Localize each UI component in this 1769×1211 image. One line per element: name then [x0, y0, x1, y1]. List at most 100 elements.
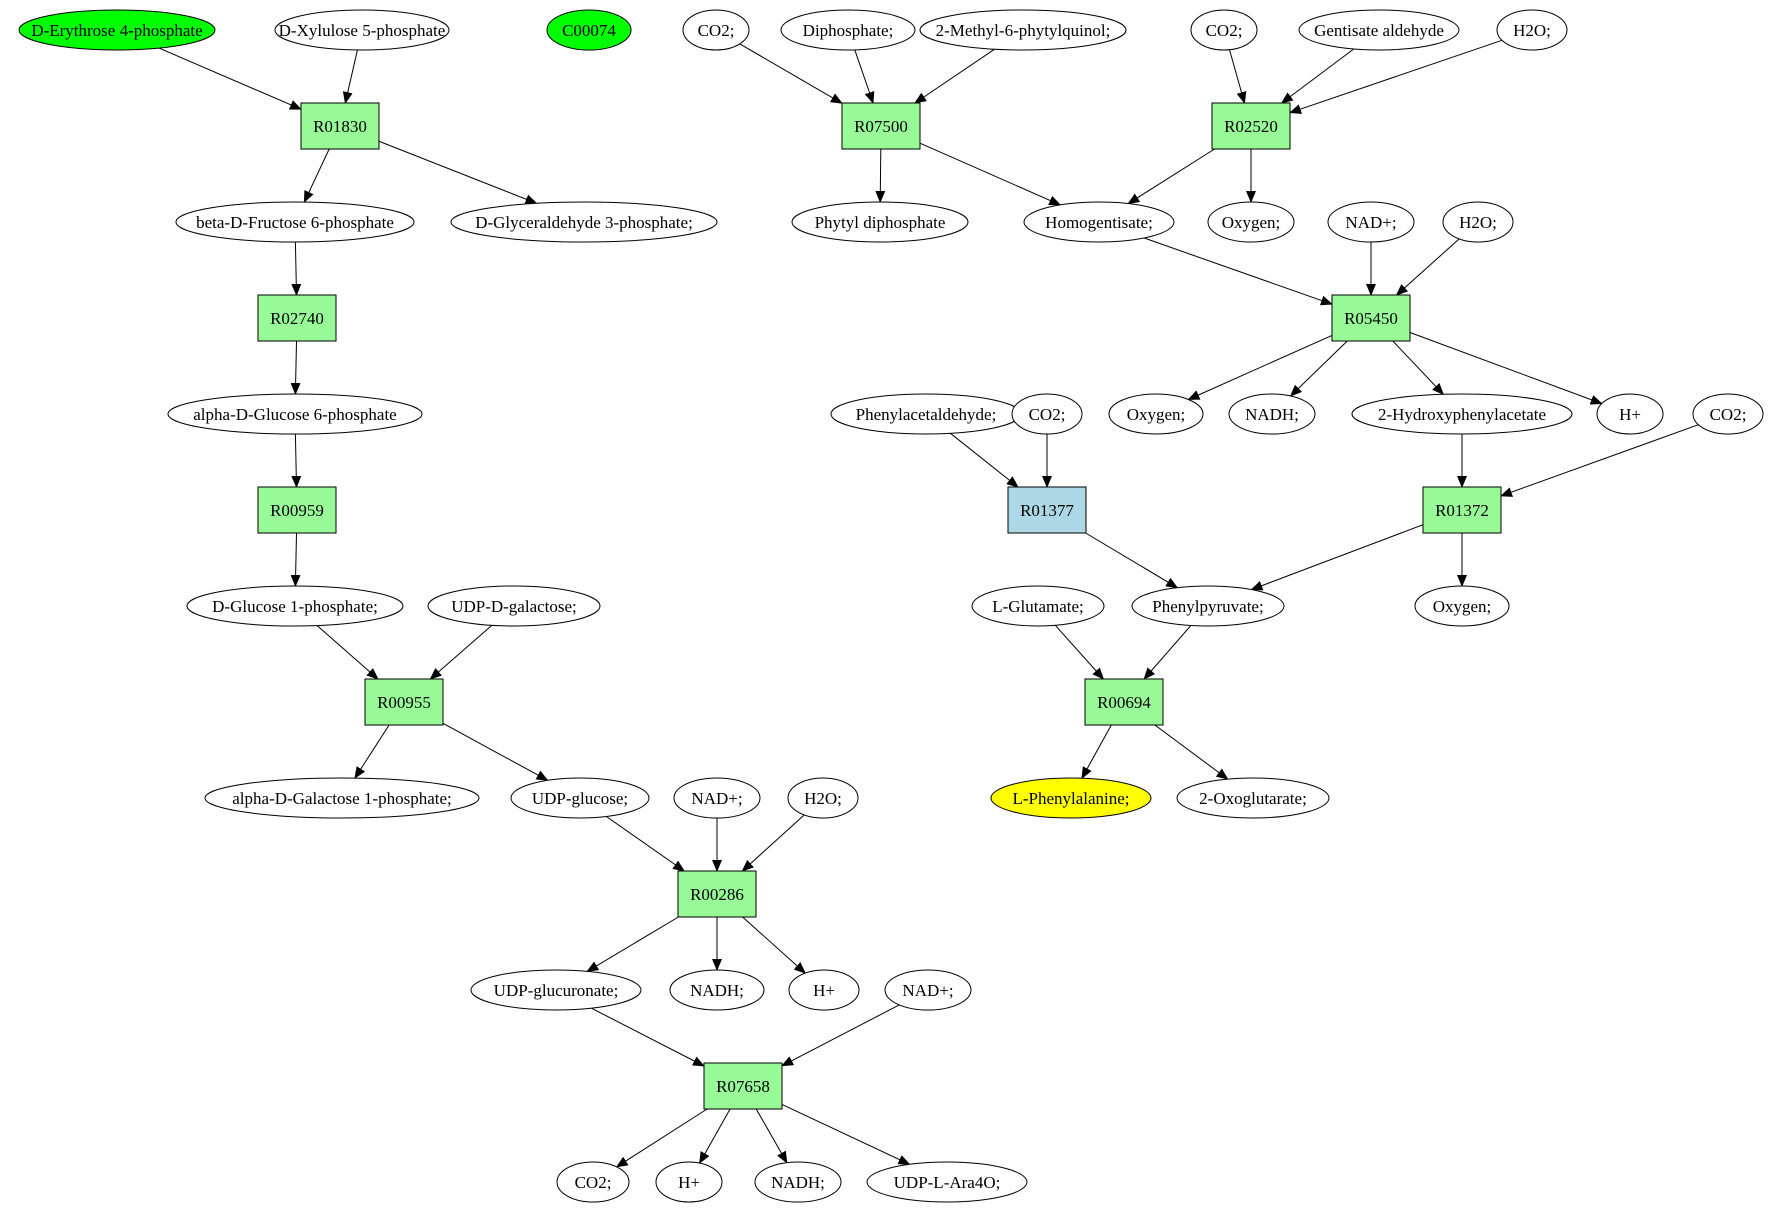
- node-label: NAD+;: [691, 789, 742, 808]
- edges-layer: [158, 39, 1699, 1168]
- node-label: L-Phenylalanine;: [1012, 789, 1129, 808]
- node-label: 2-Methyl-6-phytylquinol;: [936, 21, 1111, 40]
- node-label: R05450: [1344, 309, 1398, 328]
- edge-h2o_a-to-R02520: [1289, 39, 1503, 114]
- compound-ellipse: [754, 1161, 842, 1203]
- compound-node-c00074: C00074: [546, 9, 632, 51]
- compound-node-co2_d: CO2;: [1692, 393, 1764, 435]
- compound-node-nadh_c: NADH;: [754, 1161, 842, 1203]
- compound-ellipse: [655, 1161, 723, 1203]
- edge-R07500-to-homog: [919, 142, 1062, 206]
- compound-ellipse: [470, 969, 642, 1011]
- reaction-box: [841, 102, 921, 150]
- reaction-node-r02520: R02520: [1211, 102, 1291, 150]
- compound-node-co2_c: CO2;: [1011, 393, 1083, 435]
- reaction-node-r02740: R02740: [257, 294, 337, 342]
- compound-node-co2_a: CO2;: [682, 9, 750, 51]
- compound-ellipse: [1442, 201, 1514, 243]
- node-label: R07500: [854, 117, 908, 136]
- node-label: NADH;: [690, 981, 744, 1000]
- node-label: CO2;: [1710, 405, 1747, 424]
- edge-bf6p-to-R02740: [291, 241, 302, 296]
- compound-node-phytyl: Phytyl diphosphate: [791, 201, 969, 243]
- reaction-node-r01830: R01830: [300, 102, 380, 150]
- compound-ellipse: [1228, 393, 1316, 435]
- compound-ellipse: [1351, 393, 1573, 435]
- compound-ellipse: [673, 777, 761, 819]
- node-label: H2O;: [1459, 213, 1497, 232]
- compound-ellipse: [427, 585, 601, 627]
- compound-node-homog: Homogentisate;: [1023, 201, 1175, 243]
- compound-ellipse: [1207, 201, 1295, 243]
- reaction-box: [1211, 102, 1291, 150]
- reaction-box: [1007, 486, 1087, 534]
- node-label: NADH;: [1245, 405, 1299, 424]
- edge-nad_c-to-R07658: [781, 1004, 900, 1067]
- node-label: 2-Oxoglutarate;: [1199, 789, 1307, 808]
- node-label: Oxygen;: [1222, 213, 1281, 232]
- compound-ellipse: [1496, 9, 1568, 51]
- edge-R05450-to-hplus_a: [1409, 332, 1603, 405]
- edge-R00286-to-udpgla: [586, 916, 679, 972]
- compound-node-agal1p: alpha-D-Galactose 1-phosphate;: [204, 777, 480, 819]
- compound-node-hplus_b: H+: [788, 969, 860, 1011]
- compound-node-oxoglu: 2-Oxoglutarate;: [1176, 777, 1330, 819]
- edge-co2_a-to-R07500: [739, 43, 843, 104]
- node-label: CO2;: [1206, 21, 1243, 40]
- compound-ellipse: [1190, 9, 1258, 51]
- compound-ellipse: [274, 9, 450, 51]
- node-label: R00694: [1097, 693, 1151, 712]
- edge-glu-to-R00694: [1054, 624, 1105, 680]
- compound-ellipse: [1131, 585, 1285, 627]
- compound-ellipse: [682, 9, 750, 51]
- node-label: C00074: [562, 21, 616, 40]
- edge-g1p-to-R00955: [316, 625, 379, 680]
- edge-udpgla-to-R07658: [591, 1007, 705, 1067]
- reaction-box: [703, 1062, 783, 1110]
- compound-ellipse: [1108, 393, 1204, 435]
- edge-R00959-to-g1p: [290, 532, 301, 587]
- compound-node-co2_b: CO2;: [1190, 9, 1258, 51]
- compound-ellipse: [1692, 393, 1764, 435]
- compound-node-ag6p: alpha-D-Glucose 6-phosphate: [167, 393, 423, 435]
- node-label: H2O;: [804, 789, 842, 808]
- compound-node-g1p: D-Glucose 1-phosphate;: [186, 585, 404, 627]
- reaction-node-r00286: R00286: [677, 870, 757, 918]
- compound-ellipse: [556, 1161, 630, 1203]
- compound-node-h2o_b: H2O;: [1442, 201, 1514, 243]
- compound-node-diphos: Diphosphate;: [780, 9, 916, 51]
- edge-co2_d-to-R01372: [1500, 424, 1699, 497]
- edge-R02520-to-homog: [1127, 148, 1215, 205]
- edge-R07500-to-phytyl: [875, 148, 886, 203]
- edge-R01830-to-bf6p: [303, 148, 330, 204]
- reaction-box: [1084, 678, 1164, 726]
- reaction-node-r00955: R00955: [364, 678, 444, 726]
- reaction-box: [1331, 294, 1411, 342]
- compound-node-nad_a: NAD+;: [1327, 201, 1415, 243]
- compound-ellipse: [510, 777, 650, 819]
- node-label: beta-D-Fructose 6-phosphate: [196, 213, 394, 232]
- compound-ellipse: [204, 777, 480, 819]
- compound-node-h2o_a: H2O;: [1496, 9, 1568, 51]
- reaction-node-r07658: R07658: [703, 1062, 783, 1110]
- node-label: H+: [678, 1173, 700, 1192]
- compound-ellipse: [1023, 201, 1175, 243]
- compound-node-h2o_c: H2O;: [787, 777, 859, 819]
- edge-h2o_c-to-R00286: [741, 814, 805, 872]
- compound-ellipse: [1011, 393, 1083, 435]
- compound-node-phpyr: Phenylpyruvate;: [1131, 585, 1285, 627]
- compound-node-glu: L-Glutamate;: [971, 585, 1105, 627]
- compound-ellipse: [919, 9, 1127, 51]
- reaction-node-r01372: R01372: [1422, 486, 1502, 534]
- edge-R02740-to-ag6p: [290, 340, 301, 395]
- compound-node-x5p: D-Xylulose 5-phosphate: [274, 9, 450, 51]
- node-label: R02740: [270, 309, 324, 328]
- compound-node-nad_c: NAD+;: [884, 969, 972, 1011]
- node-label: R01372: [1435, 501, 1489, 520]
- node-label: R01377: [1020, 501, 1074, 520]
- compound-ellipse: [167, 393, 423, 435]
- edge-e4p-to-R01830: [158, 47, 302, 110]
- node-label: NADH;: [771, 1173, 825, 1192]
- node-label: R02520: [1224, 117, 1278, 136]
- node-label: Diphosphate;: [803, 21, 894, 40]
